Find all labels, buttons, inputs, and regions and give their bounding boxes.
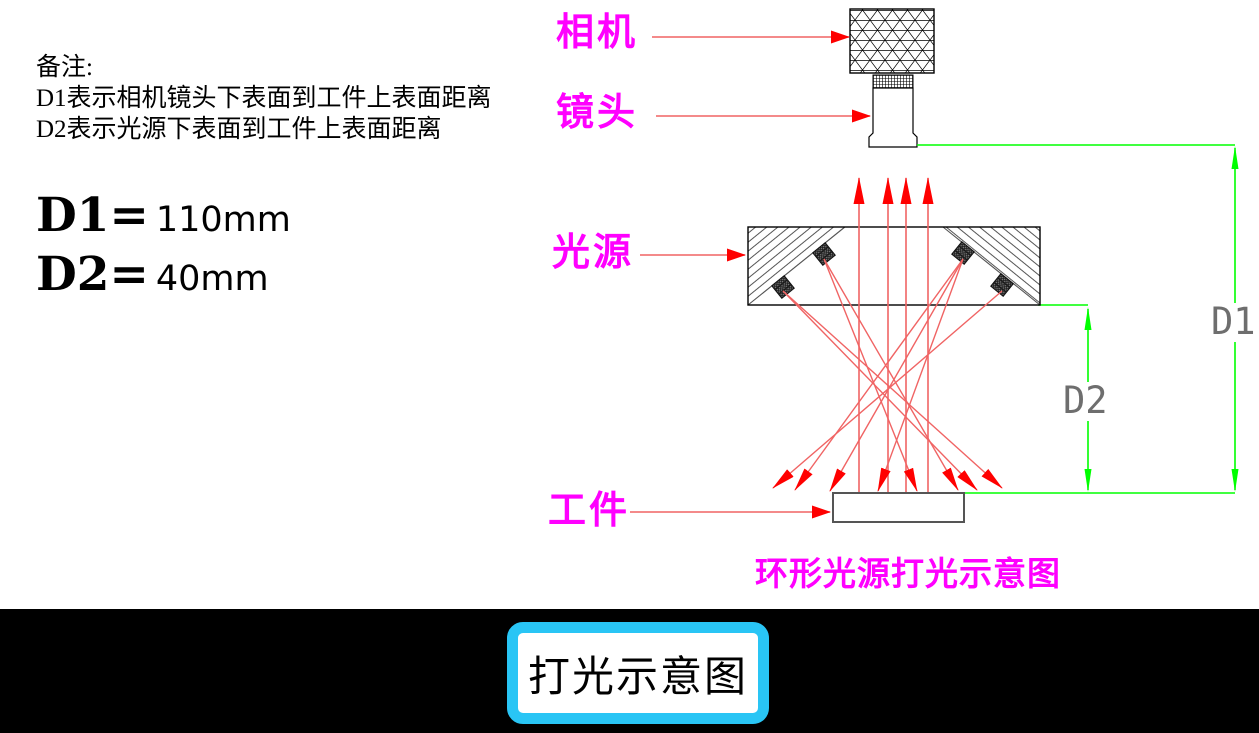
d2-measurement-value: 40mm <box>155 259 269 299</box>
led-chip <box>990 273 1014 297</box>
light-ray <box>823 258 959 491</box>
camera-group <box>849 8 935 148</box>
lens-mount <box>872 74 914 89</box>
workpiece-body <box>832 492 965 523</box>
camera-body <box>849 8 935 74</box>
d2-dimension-text: D2 <box>1060 381 1111 421</box>
light-ray <box>794 258 964 491</box>
diagram-title: 环形光源打光示意图 <box>755 555 1061 592</box>
note-line-d1: D1表示相机镜头下表面到工件上表面距离 <box>36 85 492 112</box>
led-chip <box>812 242 836 266</box>
note-heading: 备注: <box>36 54 93 81</box>
d1-arrow-up <box>1231 146 1239 169</box>
tab-lighting-diagram[interactable]: 打光示意图 <box>507 622 769 724</box>
light-ray <box>823 258 918 492</box>
lens-label: 镜头 <box>556 92 639 134</box>
d2-arrow-up <box>1084 307 1092 330</box>
d1-dimension-text: D1 <box>1208 302 1259 342</box>
d2-measurement-label: D2= <box>36 247 149 302</box>
crossing-light-rays <box>772 258 1003 492</box>
d1-measurement: D1= 110mm <box>36 188 291 243</box>
camera-label: 相机 <box>556 12 639 54</box>
light-ray <box>829 258 964 492</box>
lens-barrel <box>868 87 918 148</box>
d1-arrow-down <box>1231 469 1239 492</box>
dimension-lines <box>917 144 1236 494</box>
workpiece-label: 工件 <box>548 490 631 532</box>
label-arrows <box>630 30 871 519</box>
note-line-d2: D2表示光源下表面到工件上表面距离 <box>36 116 442 143</box>
ring-light-body <box>747 226 1041 306</box>
light-ray <box>877 258 964 492</box>
notes-block: 备注: D1表示相机镜头下表面到工件上表面距离 D2表示光源下表面到工件上表面距… <box>36 52 492 145</box>
lighting-diagram <box>630 8 1239 523</box>
d1-measurement-value: 110mm <box>155 200 291 240</box>
led-chip <box>951 241 975 265</box>
led-chip <box>771 275 795 299</box>
light-ray <box>782 290 1003 489</box>
d1-measurement-label: D1= <box>36 188 149 243</box>
d2-measurement: D2= 40mm <box>36 247 269 302</box>
bottom-bar: 打光示意图 <box>0 609 1259 733</box>
light-source-label: 光源 <box>552 232 635 274</box>
up-light-rays <box>853 177 934 492</box>
light-ray <box>782 290 978 491</box>
dimension-arrowheads <box>1084 146 1239 492</box>
ring-light-inner-edges <box>747 226 1041 306</box>
tab-label: 打光示意图 <box>527 654 748 701</box>
d2-arrow-down <box>1084 469 1092 492</box>
ring-light-group <box>747 226 1041 306</box>
